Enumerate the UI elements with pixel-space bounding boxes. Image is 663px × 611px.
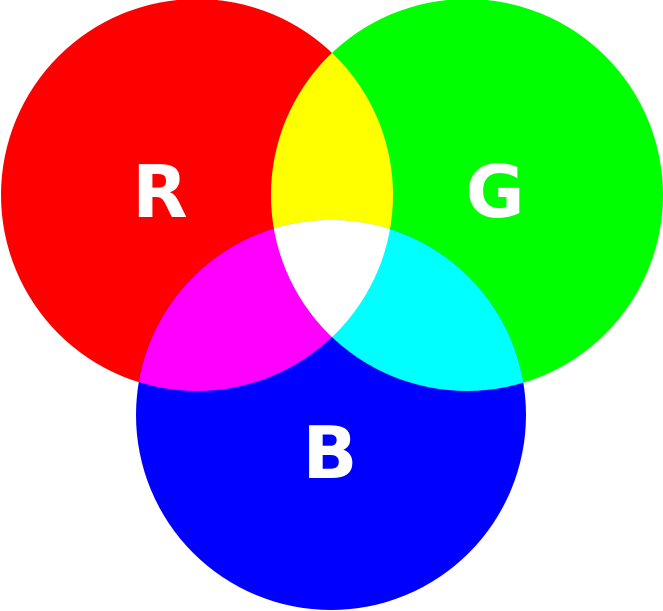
label-g: G [465,150,524,234]
cyan-overlap [271,220,526,391]
label-b: B [303,411,358,495]
label-r: R [132,150,187,234]
magenta-overlap [136,220,393,391]
